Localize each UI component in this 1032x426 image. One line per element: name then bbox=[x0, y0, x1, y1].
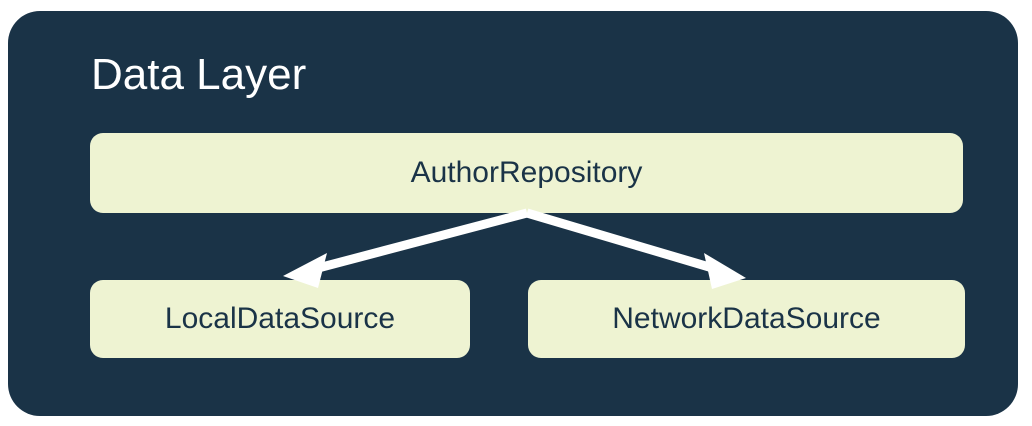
node-local-data-source-label: LocalDataSource bbox=[164, 302, 396, 335]
node-network-data-source[interactable]: NetworkDataSource bbox=[528, 280, 965, 358]
node-author-repository[interactable]: AuthorRepository bbox=[90, 133, 963, 213]
node-network-data-source-label: NetworkDataSource bbox=[612, 302, 881, 335]
layer-title: Data Layer bbox=[91, 50, 307, 99]
node-local-data-source[interactable]: LocalDataSource bbox=[90, 280, 470, 358]
node-author-repository-label: AuthorRepository bbox=[410, 156, 643, 189]
